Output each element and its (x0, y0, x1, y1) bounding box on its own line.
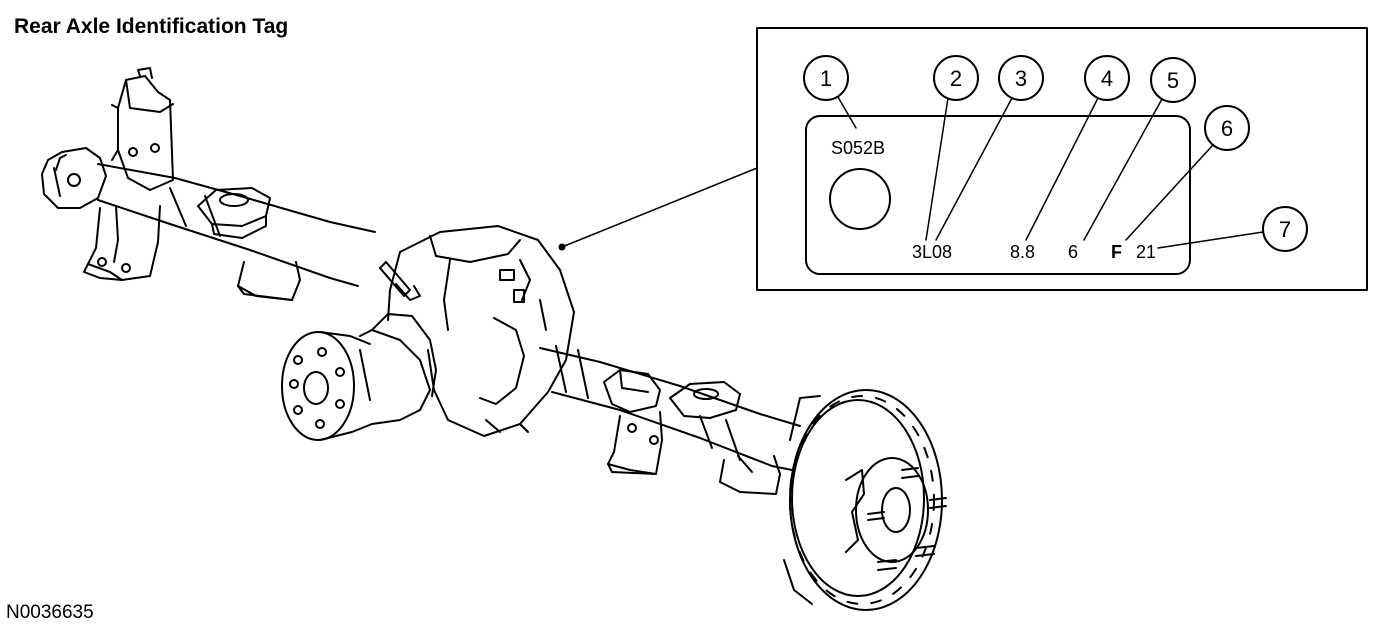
tag-part-number: S052B (831, 138, 885, 158)
left-upper-bracket (111, 67, 174, 191)
tag-field-3l08: 3L08 (912, 242, 952, 262)
right-lower-bracket (607, 411, 663, 475)
pinion-flange (281, 313, 437, 441)
right-shock-mount (719, 455, 781, 495)
tag-field-6: 6 (1068, 242, 1078, 262)
callout-circles (803, 55, 1308, 252)
callout-6: 6 (1221, 116, 1233, 141)
diagram-title: Rear Axle Identification Tag (14, 15, 289, 38)
right-axle-tube (539, 345, 801, 471)
rotor-vents (789, 395, 935, 605)
right-upper-bracket (603, 369, 661, 413)
differential-housing (387, 225, 575, 437)
tag-letter: F (1111, 242, 1122, 262)
tag-ratio: 8.8 (1010, 242, 1035, 262)
callout-5: 5 (1167, 68, 1179, 93)
detail-leader-line (561, 167, 758, 248)
left-spring-pad (197, 187, 271, 239)
callout-2: 2 (950, 66, 962, 91)
callout-4: 4 (1101, 66, 1113, 91)
left-lower-bracket (83, 205, 161, 281)
left-axle-tube (97, 163, 376, 287)
tag-text: S052B 3L08 8.8 6 F 21 (831, 138, 1156, 262)
tag-detail-box (756, 27, 1368, 291)
detail-leader-dot (558, 243, 566, 251)
vent-bolt (379, 261, 421, 301)
callout-7: 7 (1279, 217, 1291, 242)
callout-leaders (837, 96, 1264, 249)
callout-numbers: 1 2 3 4 5 6 7 (820, 66, 1291, 242)
callout-3: 3 (1015, 66, 1027, 91)
figure-id: N0036635 (6, 602, 94, 623)
callout-1: 1 (820, 66, 832, 91)
brake-rotor (783, 389, 947, 611)
left-axle-end (41, 147, 107, 209)
tag-field-21: 21 (1136, 242, 1156, 262)
right-spring-pad (669, 381, 741, 419)
left-shock-mount (237, 261, 301, 301)
